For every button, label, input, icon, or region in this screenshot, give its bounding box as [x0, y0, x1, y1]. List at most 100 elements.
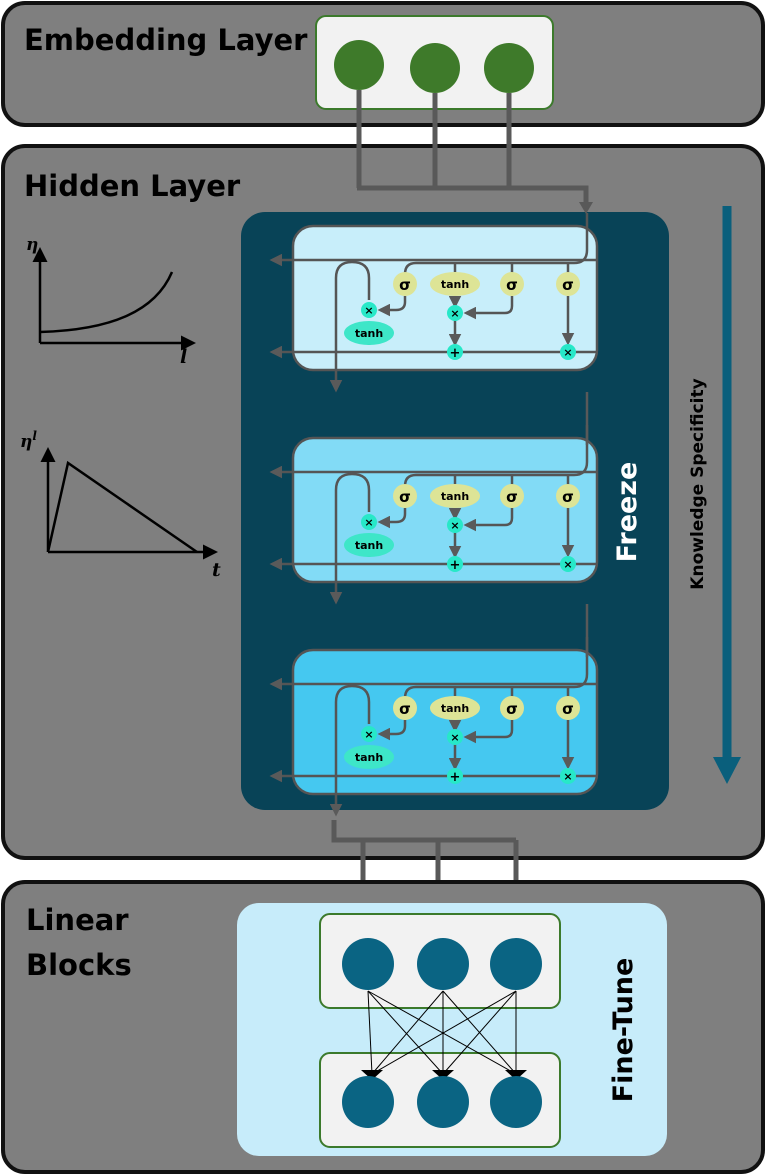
tanh-activation-label: tanh	[355, 751, 383, 764]
input-gate-line	[463, 296, 514, 320]
multiply-op-label: ×	[563, 558, 572, 571]
multiply-op	[560, 344, 576, 360]
tanh-gate	[430, 696, 480, 720]
embedding-node	[484, 43, 534, 93]
multiply-op-label: ×	[450, 731, 459, 744]
sigma-gate	[556, 696, 580, 720]
output-gate-line	[377, 720, 407, 741]
add-op	[447, 344, 463, 360]
learning-rate-plot-time: ηl t	[20, 429, 221, 581]
plot1-y-label: η	[26, 235, 38, 255]
lstm-cell-body	[291, 436, 599, 584]
embedding-node	[410, 43, 460, 93]
multiply-op-label: ×	[563, 346, 572, 359]
hidden-layer-title: Hidden Layer	[24, 169, 241, 203]
lstm-cell-body	[291, 648, 599, 796]
input-gate-line	[463, 508, 514, 532]
tanh-gate-label: tanh	[441, 490, 469, 503]
knowledge-specificity-label: Knowledge Specificity	[688, 378, 708, 589]
sigma-gate	[393, 696, 417, 720]
sigma-gate	[500, 696, 524, 720]
multiply-op-label: ×	[450, 519, 459, 532]
plot1-curve	[39, 271, 174, 334]
input-gate-line	[463, 720, 514, 744]
lstm-cell: σ σ σ tanh tanh × × + ×	[269, 213, 599, 393]
connector-arrowhead	[579, 202, 593, 214]
sigma-gate	[556, 272, 580, 296]
tanh-gate-label: tanh	[441, 278, 469, 291]
sigma-gate-label: σ	[506, 700, 518, 718]
lstm-cell: σ σ σ tanh tanh × × + ×	[269, 637, 599, 817]
sigma-gate-label: σ	[562, 276, 574, 294]
linear-blocks-title-line2: Blocks	[26, 948, 132, 982]
tanh-gate	[430, 484, 480, 508]
plot2-curve	[46, 460, 198, 554]
sigma-gate	[393, 272, 417, 296]
sigma-gate-label: σ	[506, 488, 518, 506]
linear-output-node	[342, 1076, 394, 1128]
multiply-op-label: ×	[364, 728, 373, 741]
weight-arrowheads	[361, 1070, 527, 1080]
fully-connected-weights	[367, 990, 517, 1075]
freeze-label: Freeze	[612, 462, 643, 563]
linear-output-node	[417, 1076, 469, 1128]
tanh-activation	[344, 745, 394, 769]
finetune-label: Fine-Tune	[608, 958, 639, 1103]
plot1-x-label: l	[180, 346, 187, 368]
multiply-op	[447, 729, 463, 745]
plot2-x-label: t	[212, 559, 221, 581]
multiply-op	[361, 514, 377, 530]
linear-blocks-title-line1: Linear	[26, 903, 129, 937]
add-op-label: +	[450, 558, 461, 573]
lstm-cell-body	[291, 224, 599, 372]
multiply-op	[361, 302, 377, 318]
add-op	[447, 556, 463, 572]
multiply-op	[447, 517, 463, 533]
knowledge-specificity-arrowhead	[713, 757, 741, 784]
sigma-gate-label: σ	[399, 700, 411, 718]
sigma-gate	[556, 484, 580, 508]
lstm-cell-wiring	[269, 637, 597, 817]
multiply-op-label: ×	[364, 516, 373, 529]
output-gate-line	[377, 508, 407, 529]
multiply-op	[361, 726, 377, 742]
add-op-label: +	[450, 346, 461, 361]
multiply-op	[560, 556, 576, 572]
sigma-gate-label: σ	[562, 488, 574, 506]
hidden-loop	[334, 684, 371, 776]
sigma-gate-label: σ	[506, 276, 518, 294]
tanh-activation-label: tanh	[355, 327, 383, 340]
input-bus	[403, 213, 589, 285]
linear-output-node	[490, 1076, 542, 1128]
linear-input-node	[417, 938, 469, 990]
sigma-gate	[393, 484, 417, 508]
sigma-gate	[500, 272, 524, 296]
add-op-label: +	[450, 770, 461, 785]
lstm-cell-wiring	[269, 213, 597, 393]
sigma-gate	[500, 484, 524, 508]
sigma-gate-label: σ	[562, 700, 574, 718]
tanh-gate	[430, 272, 480, 296]
linear-input-node	[342, 938, 394, 990]
tanh-gate-label: tanh	[441, 702, 469, 715]
hidden-loop	[334, 472, 371, 564]
embedding-to-hidden-connectors	[356, 90, 589, 205]
multiply-op-label: ×	[364, 304, 373, 317]
embedding-layer-title: Embedding Layer	[24, 23, 308, 57]
plot2-y-label: ηl	[20, 429, 37, 452]
output-gate-line	[377, 296, 407, 317]
tanh-activation	[344, 533, 394, 557]
sigma-gate-label: σ	[399, 276, 411, 294]
tanh-activation-label: tanh	[355, 539, 383, 552]
multiply-op	[560, 768, 576, 784]
linear-input-node	[490, 938, 542, 990]
multiply-op-label: ×	[450, 307, 459, 320]
input-bus	[403, 425, 589, 497]
multiply-op	[447, 305, 463, 321]
add-op	[447, 768, 463, 784]
multiply-op-label: ×	[563, 770, 572, 783]
hidden-loop	[334, 260, 371, 352]
learning-rate-plot-layers: η l	[26, 235, 196, 368]
